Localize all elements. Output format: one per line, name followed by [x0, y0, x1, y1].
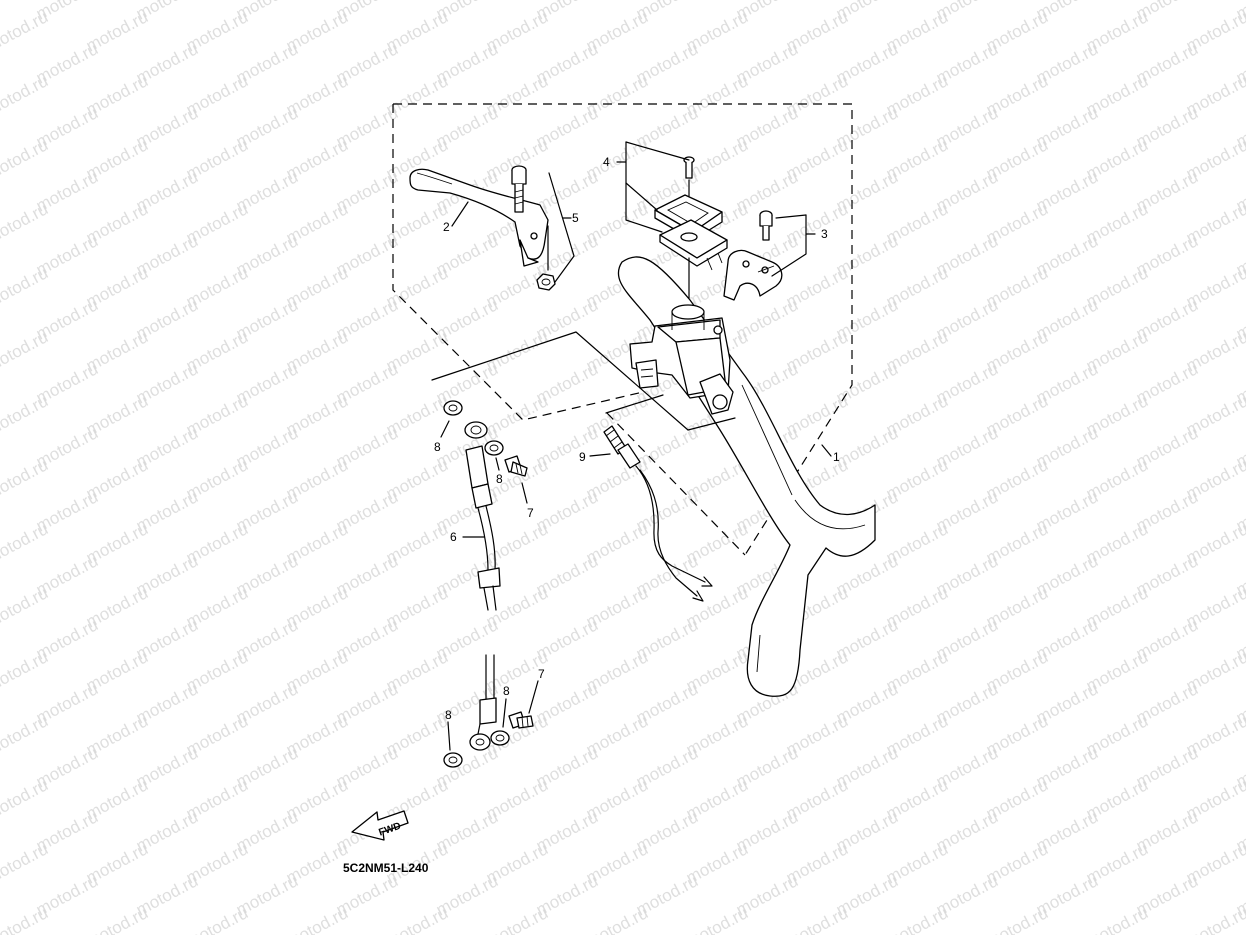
watermark-text: motod.ru — [883, 903, 951, 935]
callouts: 1 2 3 4 5 6 7 7 8 8 8 8 9 — [434, 155, 840, 722]
callout-3: 3 — [821, 227, 828, 241]
assembly-boundary — [392, 103, 853, 556]
callout-5: 5 — [572, 211, 579, 225]
watermark-text: motod.ru — [0, 135, 51, 183]
watermark-text: motod.ru — [0, 839, 51, 887]
diagram-code: 5C2NM51-L240 — [343, 861, 429, 875]
watermark-text: motod.ru — [0, 327, 51, 375]
watermark-text: motod.ru — [0, 711, 51, 759]
callout-9: 9 — [579, 450, 586, 464]
watermark-text: motod.ru — [983, 903, 1051, 935]
watermark-text: motod.ru — [0, 455, 51, 503]
watermark-text: motod.ru — [0, 0, 1, 24]
callout-7-lower: 7 — [538, 667, 545, 681]
watermark-text: motod.ru — [0, 903, 51, 935]
handlebar-holder — [723, 249, 783, 301]
lever-pivot-nut — [536, 273, 556, 291]
watermark-text: motod.ru — [0, 519, 51, 567]
watermark-text: motod.ru — [0, 583, 51, 631]
watermark-text: motod.ru — [483, 903, 551, 935]
lever-pivot-bolt — [511, 165, 527, 213]
watermark-text: motod.ru — [0, 775, 51, 823]
holder-bolt — [759, 210, 773, 241]
watermark-text: motod.ru — [783, 903, 851, 935]
watermark-text: motod.ru — [283, 903, 351, 935]
reservoir-cap — [654, 194, 728, 271]
watermark-text: motod.ru — [683, 903, 751, 935]
master-cylinder — [629, 304, 734, 415]
brake-lever — [409, 168, 549, 267]
watermark-text: motod.ru — [0, 7, 51, 55]
watermark-text: motod.ru — [0, 391, 51, 439]
watermark-text: motod.ru — [1083, 903, 1151, 935]
brake-hose — [464, 421, 501, 751]
watermark-text: motod.ru — [0, 71, 51, 119]
watermark-text: motod.ru — [583, 903, 651, 935]
callout-8-c: 8 — [445, 708, 452, 722]
watermark-text: motod.ru — [0, 263, 51, 311]
watermark-text: motod.ru — [0, 199, 51, 247]
union-bolt-upper — [504, 455, 528, 477]
watermark-text: motod.ru — [1183, 903, 1246, 935]
callout-4: 4 — [603, 155, 610, 169]
watermark-text: motod.ru — [0, 647, 51, 695]
callout-8-d: 8 — [503, 684, 510, 698]
brake-switch — [603, 425, 713, 602]
leader-lines — [440, 141, 832, 751]
mounting-plane — [431, 331, 736, 431]
union-bolt-lower — [508, 711, 534, 729]
callout-8-b: 8 — [496, 472, 503, 486]
watermark-text: motod.ru — [183, 903, 251, 935]
callout-7-upper: 7 — [527, 506, 534, 520]
callout-6: 6 — [450, 530, 457, 544]
watermark-text: motod.ru — [83, 903, 151, 935]
callout-2: 2 — [443, 220, 450, 234]
watermark-text: motod.ru — [383, 903, 451, 935]
washers — [443, 400, 510, 768]
callout-1: 1 — [833, 450, 840, 464]
callout-8-a: 8 — [434, 440, 441, 454]
